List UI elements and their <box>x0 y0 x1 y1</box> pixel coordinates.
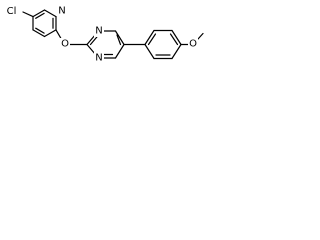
pyrimidine-ring <box>86 30 125 59</box>
methoxy-oxygen-label: O <box>189 39 197 50</box>
ether-oxygen-label: O <box>61 39 69 50</box>
chlorine-atom-label: Cl <box>7 6 17 17</box>
chemical-structure: Cl N O N N O <box>3 5 204 64</box>
pyridine-ring <box>32 9 57 38</box>
pyridine-nitrogen-label: N <box>58 6 65 17</box>
pyrimidine-nitrogen-top-label: N <box>95 26 102 37</box>
pyrimidine-nitrogen-bottom-label: N <box>95 53 102 64</box>
bond-cl <box>22 11 34 18</box>
phenyl-ring <box>144 29 182 60</box>
